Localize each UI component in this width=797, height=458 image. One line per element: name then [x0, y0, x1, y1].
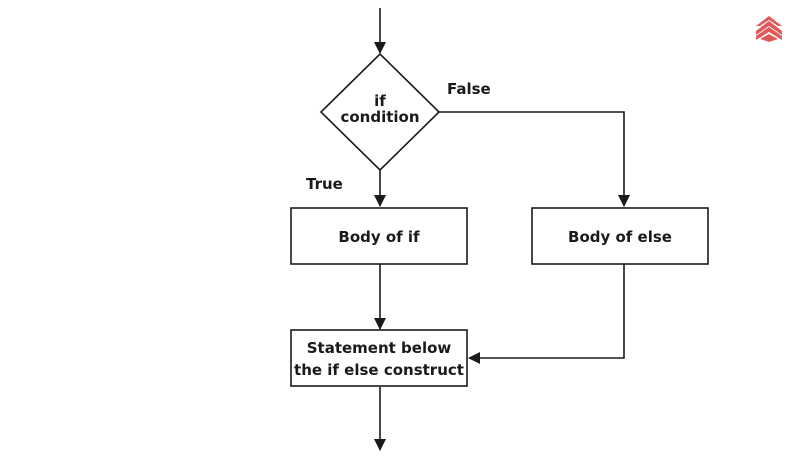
decision-label-line1: if	[374, 92, 386, 110]
body-of-else-box	[531, 207, 709, 265]
body-of-if-label: Body of if	[338, 228, 420, 246]
false-arrow	[438, 111, 630, 207]
decision-label-line2: condition	[340, 108, 419, 126]
else-to-statement-arrow	[468, 264, 625, 364]
decision-diamond	[319, 52, 441, 172]
layered-roof-logo-icon	[756, 16, 782, 42]
statement-below-box	[290, 329, 468, 387]
statement-label-line2: the if else construct	[294, 361, 464, 379]
body-of-else-label: Body of else	[568, 228, 672, 246]
false-label: False	[447, 80, 491, 98]
body-of-if-box	[290, 207, 468, 265]
statement-label-line1: Statement below	[307, 339, 452, 357]
true-label: True	[306, 175, 343, 193]
